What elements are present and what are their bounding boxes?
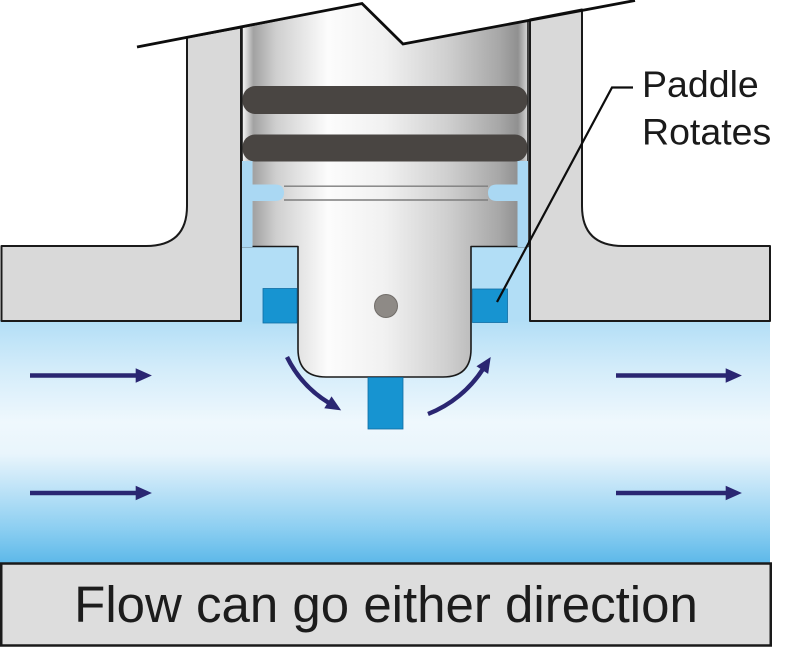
caption-bar <box>0 562 772 647</box>
callout-leader-line <box>496 86 633 303</box>
retainer-tab-left <box>242 184 284 201</box>
callout-label-line1: Paddle <box>642 63 759 105</box>
o-ring-upper <box>242 86 528 114</box>
pipe-housing-right <box>529 8 771 322</box>
pipe-housing-left <box>0 26 242 322</box>
rotation-arrow-right-icon <box>427 357 491 417</box>
caption-text: Flow can go either direction <box>74 576 698 633</box>
seal-strip-right <box>517 161 528 247</box>
o-ring-lower <box>242 134 528 162</box>
rotation-arrow-left-icon <box>285 356 342 411</box>
retainer-tab-right <box>488 184 528 201</box>
callout-label-line2: Rotates <box>642 111 771 153</box>
pipe-break-line <box>136 0 636 49</box>
pivot-pin-icon <box>374 294 398 318</box>
paddle-blade-bottom <box>367 377 404 430</box>
seal-strip-left <box>242 161 253 247</box>
paddle-hub-left <box>262 288 298 324</box>
